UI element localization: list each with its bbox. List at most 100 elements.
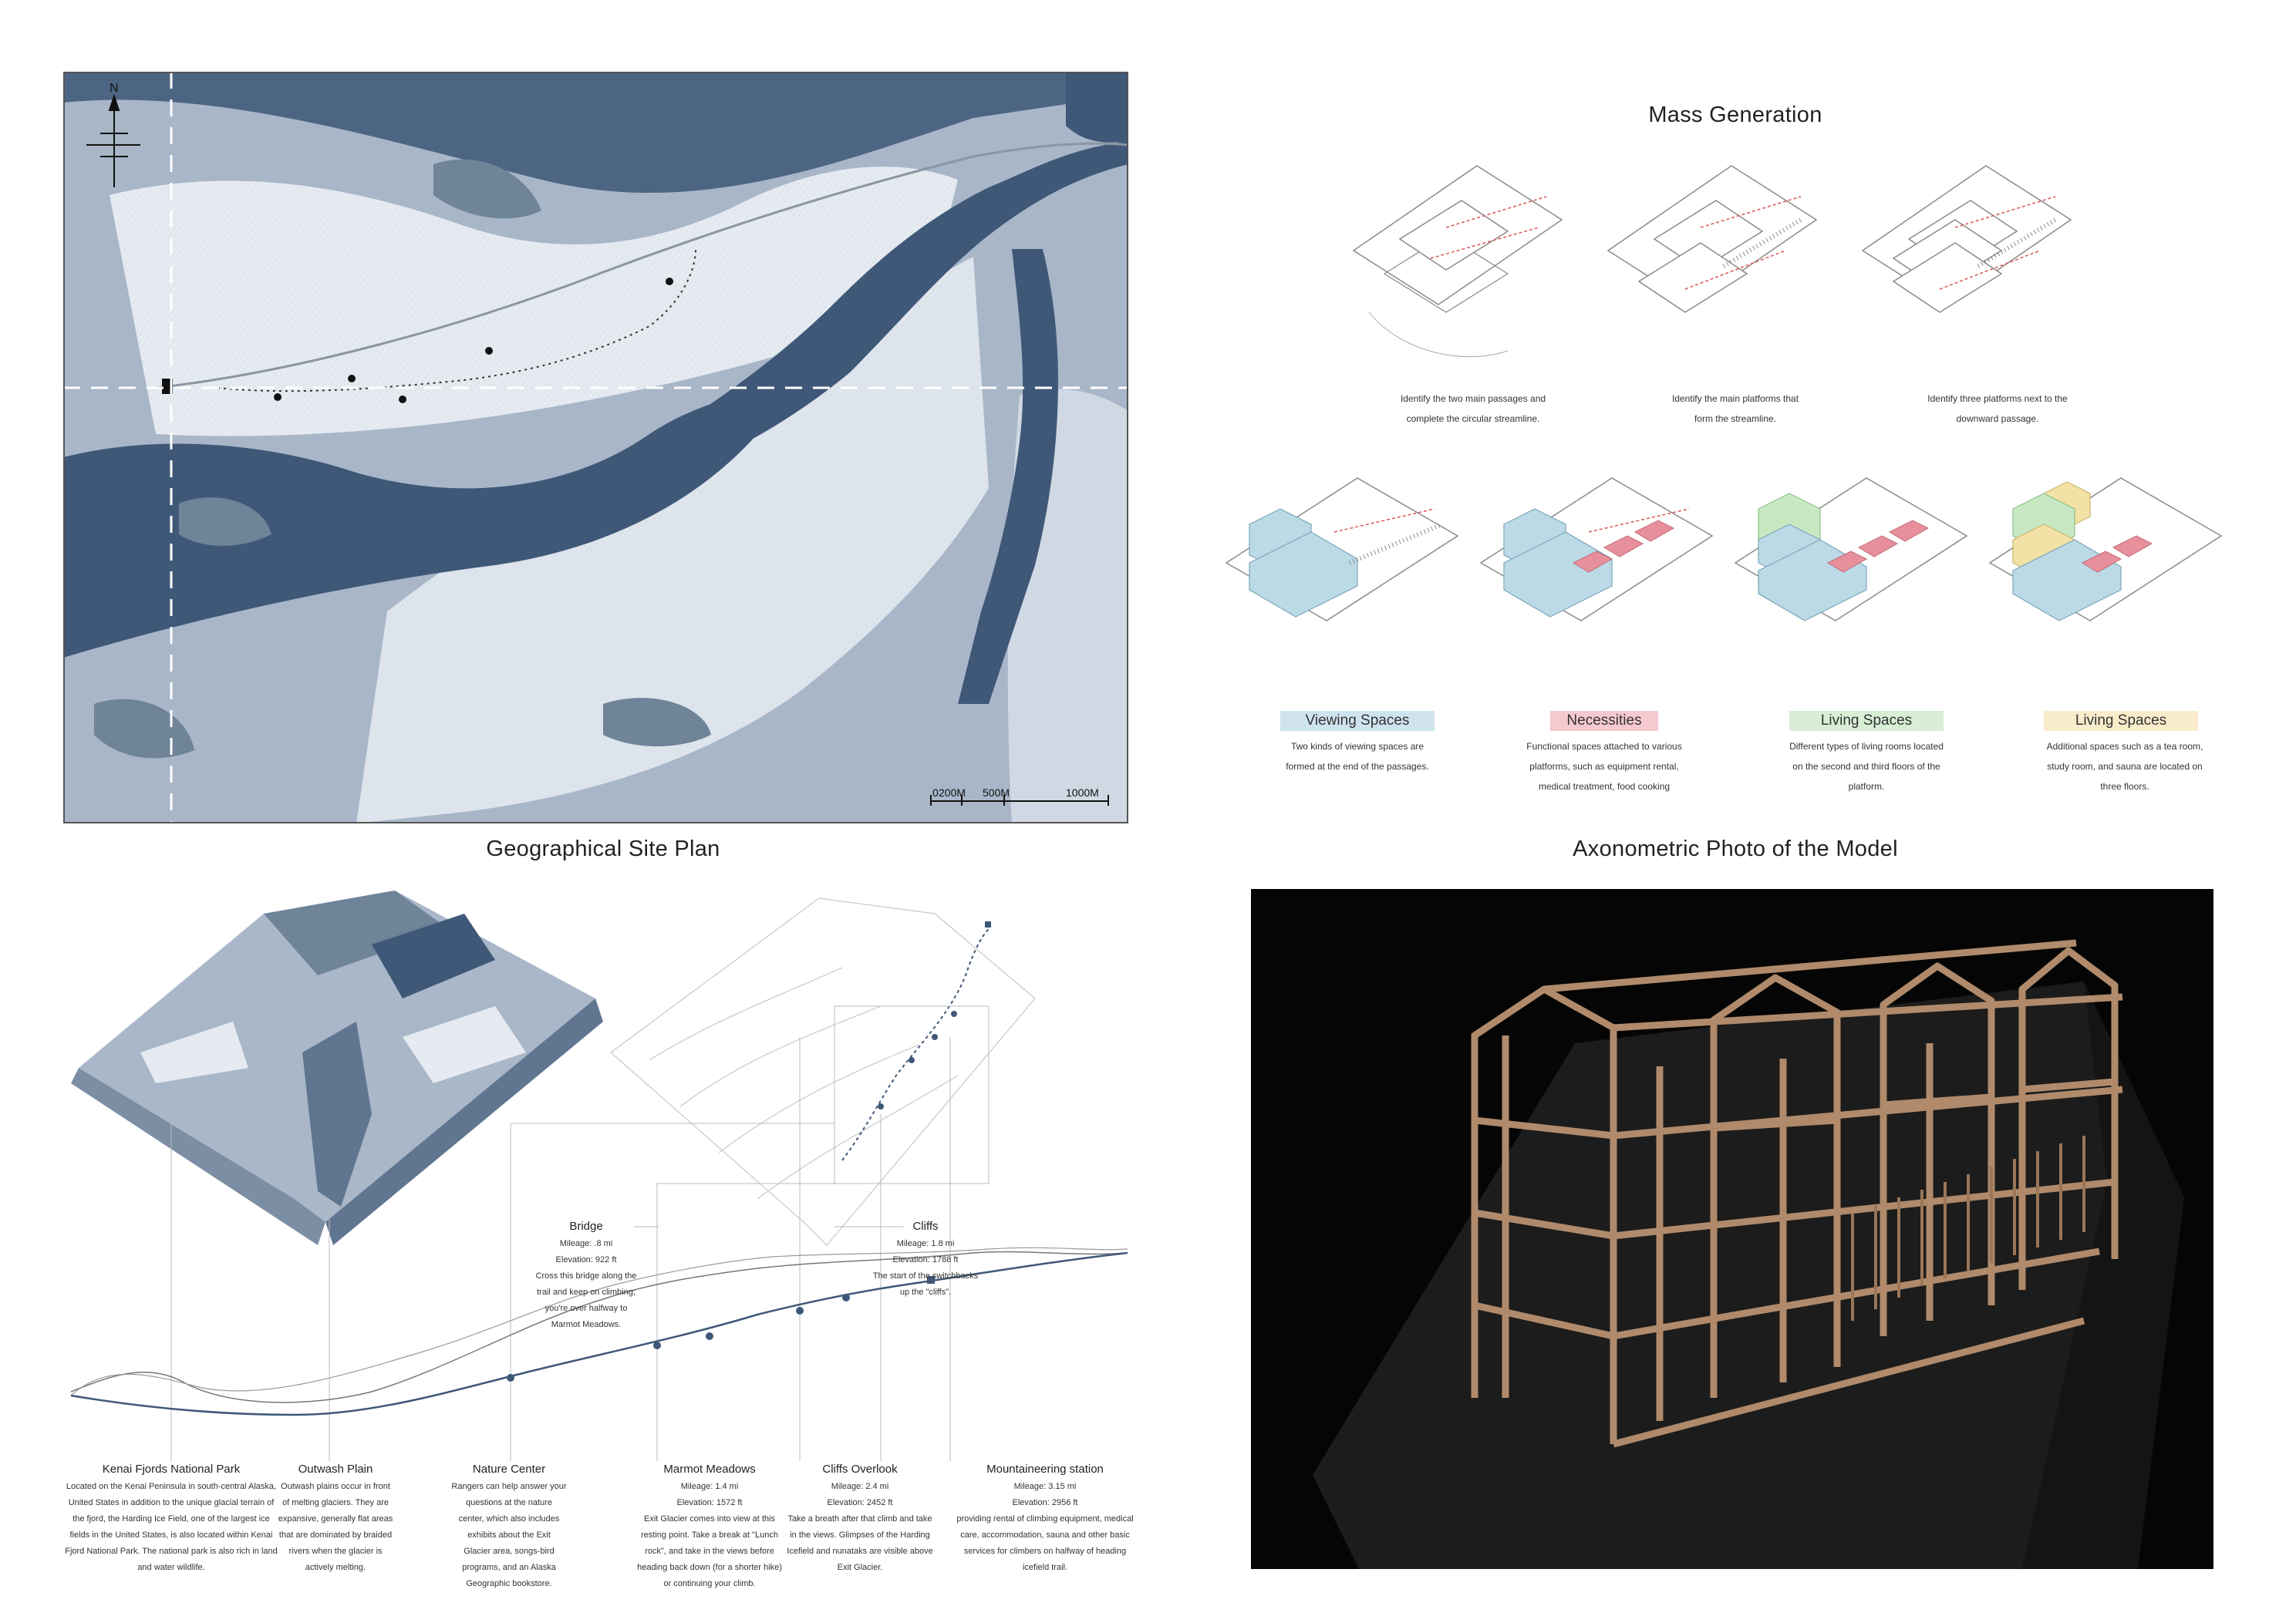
ridge-dark-4 — [94, 699, 194, 759]
necessities-desc-line: Functional spaces attached to various — [1526, 741, 1682, 752]
snow-lower-hatched — [356, 257, 989, 823]
terrain-point — [878, 1103, 884, 1109]
extra-desc-line: three floors. — [2100, 781, 2149, 792]
trail-point-3 — [399, 396, 406, 403]
necessities-desc-line: medical treatment, food cooking — [1538, 781, 1671, 792]
callout-line: Mileage: 1.8 mi — [896, 1239, 955, 1248]
profile-point-bridge — [653, 1342, 661, 1349]
stop-line: Exit Glacier. — [837, 1563, 883, 1572]
stop-text: Mileage: 2.4 mi Elevation: 2452 ft Take … — [779, 1479, 941, 1576]
necessities-desc-line: platforms, such as equipment rental, — [1529, 761, 1679, 772]
river-channel — [665, 141, 1128, 473]
stop-text: Located on the Kenai Peninsula in south-… — [63, 1479, 279, 1576]
stop-title: Marmot Meadows — [663, 1463, 756, 1476]
site-plan-svg: N 0 200M 500M 1000M — [63, 72, 1128, 823]
stop-line: Located on the Kenai Peninsula in south-… — [66, 1482, 277, 1491]
stop-line: the fjord, the Harding Ice Field, one of… — [72, 1514, 270, 1524]
model-base-shade — [2022, 982, 2184, 1569]
stop-line: and water wildlife. — [137, 1563, 205, 1572]
program-viewing-diagram — [1225, 477, 1459, 621]
program-extra-diagram — [1988, 477, 2223, 621]
stop-line: Exit Glacier comes into view at this — [644, 1514, 775, 1524]
leader-lines — [170, 1005, 990, 1461]
callout-line: The start of the switchbacks — [872, 1271, 979, 1281]
snow-hatched — [110, 167, 958, 436]
stop-line: Take a breath after that climb and take — [787, 1514, 932, 1524]
ridge-profile — [70, 1247, 1128, 1396]
callout-bridge-text: Mileage: .8 mi Elevation: 922 ft Cross t… — [517, 1236, 656, 1333]
fjord-water-left — [63, 380, 788, 658]
terrain-3d-left — [71, 891, 603, 1245]
stop-line: rock", and take in the views before — [645, 1547, 774, 1556]
stop-line: Glacier area, songs-bird — [464, 1547, 555, 1556]
site-plan-title: Geographical Site Plan — [486, 837, 720, 861]
stop-cliffs-overlook: Cliffs Overlook Mileage: 2.4 mi Elevatio… — [779, 1463, 941, 1576]
stop-line: questions at the nature — [466, 1498, 552, 1507]
stop-line: care, accommodation, sauna and other bas… — [960, 1530, 1130, 1540]
stop-line: Mileage: 3.15 mi — [1013, 1482, 1077, 1491]
stop-line: that are dominated by braided — [278, 1530, 393, 1540]
callout-line: Elevation: 1788 ft — [892, 1255, 959, 1264]
stop-line: Rangers can help answer your — [451, 1482, 567, 1491]
callout-line: Elevation: 922 ft — [555, 1255, 617, 1264]
program-necessities-diagram — [1479, 477, 1714, 621]
model-photo-title: Axonometric Photo of the Model — [1573, 837, 1898, 861]
stop-title: Kenai Fjords National Park — [102, 1463, 241, 1476]
program-living-diagram — [1734, 477, 1968, 621]
step-3-diagram — [1861, 165, 2072, 313]
stop-line: icefield trail. — [1022, 1563, 1068, 1572]
stop-title: Nature Center — [472, 1463, 546, 1476]
terrain-3d-right — [610, 897, 1036, 1246]
stop-line: center, which also includes — [458, 1514, 560, 1524]
stop-text: Outwash plains occur in front of melting… — [274, 1479, 397, 1576]
scale-label-200: 200M — [939, 786, 966, 799]
stop-line: Outwash plains occur in front — [281, 1482, 390, 1491]
profile-point-overlook — [842, 1294, 850, 1301]
extra-desc-line: Additional spaces such as a tea room, — [2046, 741, 2203, 752]
trail-point-5 — [666, 278, 673, 285]
stop-marmot-meadows: Marmot Meadows Mileage: 1.4 mi Elevation… — [629, 1463, 791, 1592]
scale-label-500: 500M — [983, 786, 1010, 799]
mass-generation-title: Mass Generation — [1648, 103, 1822, 127]
living-desc-line: on the second and third floors of the — [1792, 761, 1940, 772]
step-2-line-1: Identify the main platforms that — [1671, 393, 1799, 404]
stop-line: programs, and an Alaska — [462, 1563, 556, 1572]
callout-cliffs-text: Mileage: 1.8 mi Elevation: 1788 ft The s… — [856, 1236, 995, 1301]
stop-line: Mileage: 2.4 mi — [831, 1482, 889, 1491]
model-photo — [1251, 889, 2213, 1569]
callout-cliffs-title: Cliffs — [912, 1220, 939, 1233]
stop-line: exhibits about the Exit — [467, 1530, 551, 1540]
stop-line: fields in the United States, is also loc… — [69, 1530, 273, 1540]
scale-bar: 0 200M 500M 1000M — [930, 786, 1109, 806]
step-1-diagram — [1352, 165, 1563, 358]
terrain-trail-route — [841, 928, 990, 1161]
trail-point-4 — [485, 347, 493, 355]
stop-line: Elevation: 2956 ft — [1012, 1498, 1078, 1507]
callout-line: Mileage: .8 mi — [559, 1239, 613, 1248]
step-1-line-2: complete the circular streamline. — [1406, 413, 1540, 424]
stop-line: rivers when the glacier is — [288, 1547, 383, 1556]
trail-profile — [70, 1251, 1128, 1416]
stop-line: resting point. Take a break at "Lunch — [641, 1530, 778, 1540]
program-viewing-desc: Two kinds of viewing spaces are formed a… — [1234, 736, 1481, 776]
viewing-desc-line: Two kinds of viewing spaces are — [1290, 741, 1424, 752]
terrain-station-marker — [985, 921, 991, 928]
model-photo-svg — [1313, 939, 2184, 1569]
stop-text: Rangers can help answer your questions a… — [443, 1479, 575, 1592]
callout-line: you're over halfway to — [544, 1304, 628, 1313]
step-3-line-2: downward passage. — [1956, 413, 2039, 424]
stop-kenai-fjords: Kenai Fjords National Park Located on th… — [63, 1463, 279, 1576]
ridge-dark-1 — [433, 159, 541, 219]
stop-line: expansive, generally flat areas — [278, 1514, 393, 1524]
stop-mountaineering-station: Mountaineering station Mileage: 3.15 mi … — [945, 1463, 1145, 1576]
legend-living-spaces-extra: Living Spaces — [2044, 711, 2198, 731]
living-desc-line: platform. — [1848, 781, 1885, 792]
step-1-description: Identify the two main passages and compl… — [1342, 389, 1604, 429]
ridge-dark-2 — [179, 497, 271, 546]
legend-living-spaces: Living Spaces — [1789, 711, 1944, 731]
stop-line: Elevation: 1572 ft — [676, 1498, 743, 1507]
mass-generation-diagrams — [1225, 165, 2223, 621]
step-3-line-1: Identify three platforms next to the — [1927, 393, 2068, 404]
legend-necessities: Necessities — [1550, 711, 1658, 731]
stop-line: Elevation: 2452 ft — [827, 1498, 893, 1507]
